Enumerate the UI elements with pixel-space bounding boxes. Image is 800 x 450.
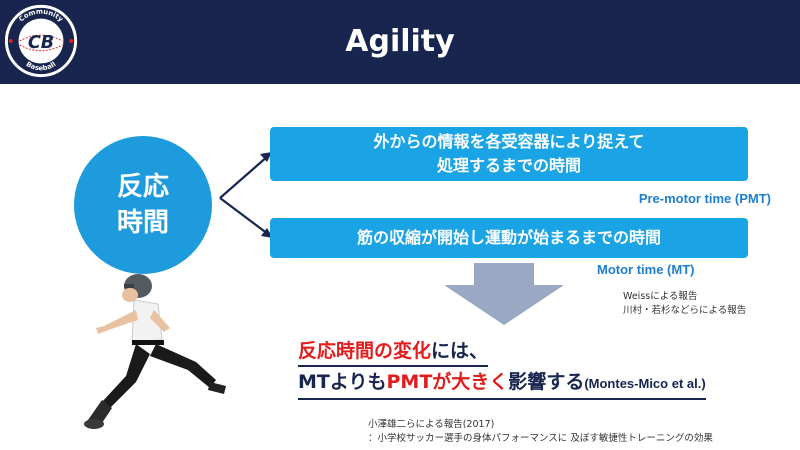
mt-label: Motor time (MT)	[597, 262, 695, 277]
header-bar	[0, 0, 800, 84]
conclusion-rest-1: には、	[431, 340, 489, 362]
circle-line-1: 反応	[116, 172, 169, 202]
source-notes: Weissによる報告 川村・若杉などらによる報告	[623, 290, 746, 318]
conclusion-navy-3: する	[546, 371, 585, 393]
reaction-time-circle: 反応 時間	[74, 136, 212, 274]
pmt-box-line-2: 処理するまでの時間	[436, 156, 581, 175]
down-arrow-icon	[444, 263, 564, 325]
conclusion-text: 反応時間の変化には、 MTよりもPMTが大きく影響する(Montes-Mico …	[298, 338, 706, 400]
footnote-line-1: 小澤雄二らによる報告(2017)	[368, 419, 495, 430]
conclusion-red-1: 反応時間の変化	[298, 340, 432, 362]
logo-initials: CB	[28, 33, 54, 53]
conclusion-red-2: PMTが大きく	[386, 371, 509, 393]
pmt-box-line-1: 外からの情報を各受容器により捉えて	[373, 132, 645, 151]
footnote: 小澤雄二らによる報告(2017) ：小学校サッカー選手の身体パフォーマンスに 及…	[368, 418, 713, 446]
running-child-image	[84, 274, 226, 429]
source-note-2: 川村・若杉などらによる報告	[623, 305, 747, 316]
conclusion-navy-2: 影響	[508, 371, 547, 393]
pmt-box: 外からの情報を各受容器により捉えて 処理するまでの時間	[270, 127, 748, 181]
circle-line-2: 時間	[116, 208, 169, 238]
source-note-1: Weissによる報告	[623, 291, 698, 302]
conclusion-navy-1: MTよりも	[298, 371, 387, 393]
pmt-label: Pre-motor time (PMT)	[638, 191, 771, 206]
mt-box-line-1: 筋の収縮が開始し運動が始まるまでの時間	[356, 228, 661, 247]
footnote-line-2: ：小学校サッカー選手の身体パフォーマンスに 及ぼす敏捷性トレーニングの効果	[368, 433, 713, 444]
page-title: Agility	[345, 24, 455, 59]
branch-arrows	[219, 152, 273, 238]
arrow-head-up-icon	[260, 152, 272, 162]
logo-ring-bottom: Baseball	[25, 60, 58, 72]
conclusion-citation: (Montes-Mico et al.)	[584, 376, 706, 391]
mt-box: 筋の収縮が開始し運動が始まるまでの時間	[270, 218, 748, 258]
team-logo: CB Community Baseball	[2, 2, 80, 80]
